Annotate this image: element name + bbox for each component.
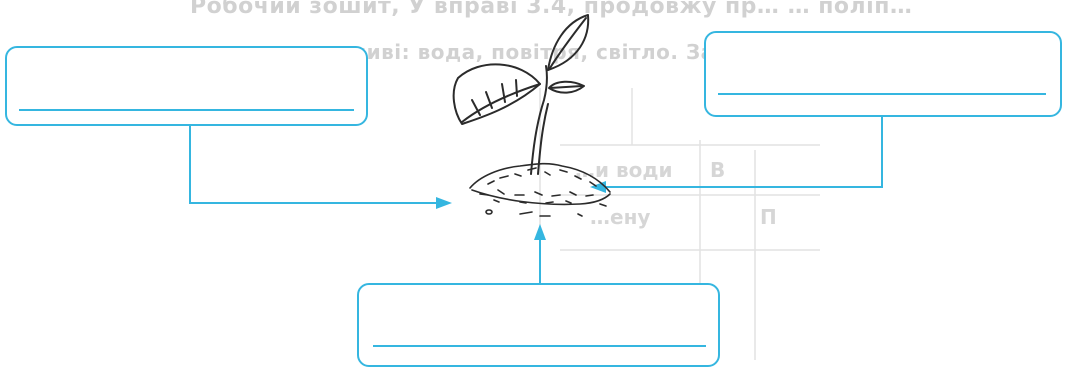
- answer-box-left[interactable]: [5, 46, 368, 126]
- background-cell-text: П: [760, 205, 777, 229]
- background-cell-text: …и води: [575, 158, 673, 182]
- answer-box-bottom[interactable]: [357, 283, 720, 367]
- background-text-line-1: Робочий зошит, У вправі 3.4, продовжу пр…: [190, 0, 913, 19]
- arrow-right-box-to-plant: [606, 117, 883, 188]
- answer-line: [373, 345, 706, 347]
- arrow-left-box-to-plant: [189, 126, 436, 204]
- arrowhead-right: [436, 197, 452, 209]
- background-cell-text: …ену: [590, 205, 651, 229]
- answer-box-right[interactable]: [704, 31, 1062, 117]
- background-cell-text: В: [710, 158, 726, 182]
- answer-line: [718, 93, 1046, 95]
- answer-line: [19, 109, 354, 111]
- arrowhead-up: [534, 224, 546, 240]
